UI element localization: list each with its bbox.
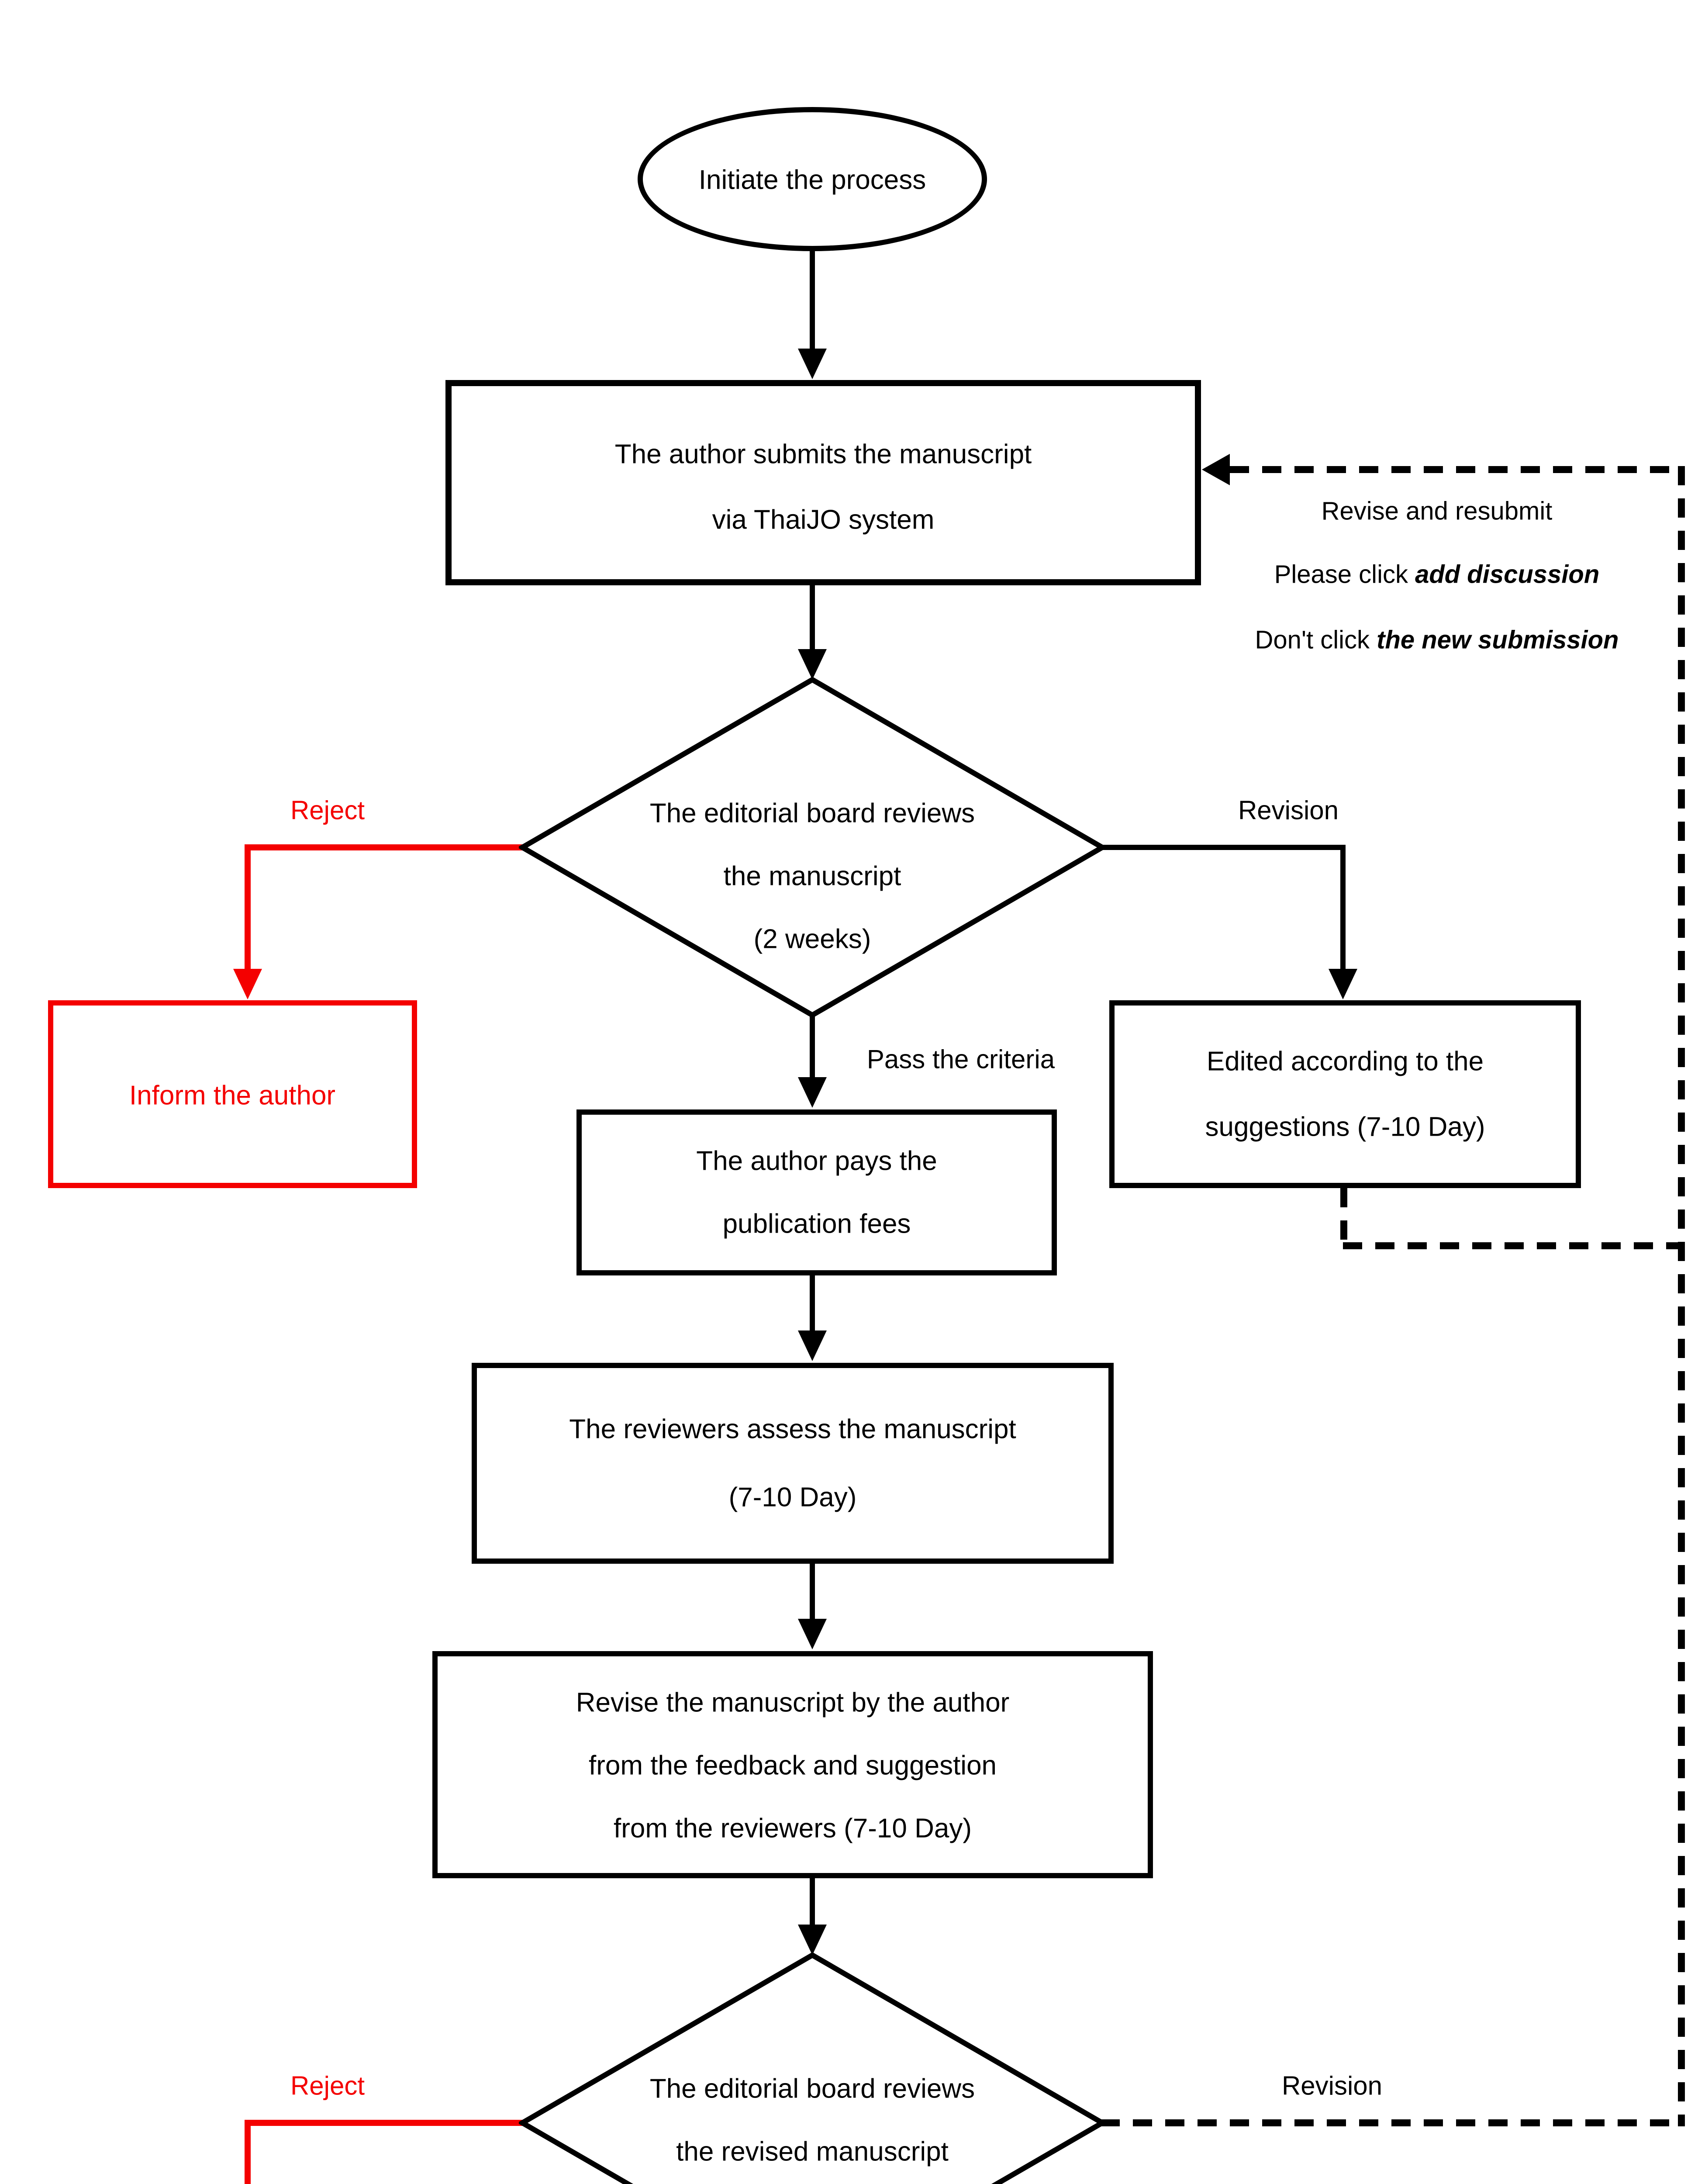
- decision1-label-line2: the manuscript: [723, 861, 901, 892]
- resubmit-note-line3: Don't click the new submission: [1255, 625, 1619, 655]
- arrowhead-decision1-to-pays: [798, 1077, 827, 1108]
- resubmit-note-line3-emphasis: the new submission: [1377, 625, 1619, 654]
- arrowhead-resubmit-into-submit-box: [1202, 454, 1230, 485]
- resubmit-note-line1: Revise and resubmit: [1321, 497, 1553, 525]
- reject1-label: Reject: [290, 795, 365, 825]
- reject2-line-horizontal: [245, 2120, 524, 2126]
- revision1-line-vertical: [1340, 845, 1346, 974]
- resubmit-note-line2-prefix: Please click: [1274, 560, 1415, 589]
- arrowhead-reject1: [233, 969, 262, 999]
- revise-label-line2: from the feedback and suggestion: [588, 1750, 997, 1781]
- decision2-label-line2: the revised manuscript: [676, 2136, 949, 2167]
- inform1-label: Inform the author: [129, 1080, 336, 1111]
- reviewers-box: [472, 1363, 1114, 1564]
- decision1-diamond: [519, 677, 1106, 1018]
- arrow-start-to-submit: [810, 251, 815, 352]
- arrow-decision1-to-pays: [810, 1013, 815, 1079]
- decision1-label-line1: The editorial board reviews: [649, 798, 975, 829]
- revise-label-line1: Revise the manuscript by the author: [576, 1687, 1010, 1718]
- resubmit-note-line2-emphasis: add discussion: [1415, 560, 1600, 589]
- arrowhead-revise-to-decision2: [798, 1925, 827, 1955]
- reject1-line-vertical: [245, 844, 251, 974]
- inform-author-box-1: [48, 1000, 417, 1188]
- resubmit-note-line3-prefix: Don't click: [1255, 625, 1377, 654]
- revision1-line-horizontal: [1101, 845, 1346, 850]
- edited-label-line2: suggestions (7-10 Day): [1205, 1112, 1485, 1142]
- arrowhead-reviewers-to-revise: [798, 1619, 827, 1649]
- arrow-reviewers-to-revise: [810, 1564, 815, 1621]
- pays-label-line2: publication fees: [722, 1209, 911, 1239]
- reviewers-label-line1: The reviewers assess the manuscript: [569, 1414, 1016, 1444]
- submit-label-line1: The author submits the manuscript: [614, 439, 1032, 470]
- pass1-label: Pass the criteria: [866, 1044, 1055, 1074]
- arrowhead-start-to-submit: [798, 349, 827, 379]
- dashed-line-edited-down: [1340, 1188, 1347, 1249]
- arrow-revise-to-decision2: [810, 1878, 815, 1926]
- reject1-line-horizontal: [245, 844, 524, 850]
- pays-box: [576, 1109, 1057, 1275]
- submit-label-line2: via ThaiJO system: [712, 505, 935, 535]
- reject2-label: Reject: [290, 2071, 365, 2101]
- resubmit-note-line2: Please click add discussion: [1274, 560, 1600, 589]
- dashed-line-revision2: [1101, 2119, 1685, 2126]
- start-label: Initiate the process: [698, 165, 926, 195]
- revise-label-line3: from the reviewers (7-10 Day): [613, 1813, 972, 1844]
- dashed-line-edited-right: [1343, 1242, 1685, 1249]
- arrowhead-pays-to-reviewers: [798, 1330, 827, 1361]
- reject2-line-vertical: [245, 2120, 251, 2184]
- dashed-line-top: [1230, 466, 1685, 473]
- dashed-line-right-vertical: [1678, 466, 1685, 2126]
- arrowhead-submit-to-decision1: [798, 649, 827, 680]
- revision1-label: Revision: [1238, 795, 1339, 825]
- revise-box: [432, 1651, 1153, 1878]
- arrow-submit-to-decision1: [810, 585, 815, 653]
- arrow-pays-to-reviewers: [810, 1275, 815, 1332]
- decision1-label-line3: (2 weeks): [753, 924, 871, 954]
- reviewers-label-line2: (7-10 Day): [728, 1482, 857, 1513]
- decision2-label-line1: The editorial board reviews: [649, 2073, 975, 2104]
- edited-box: [1109, 1000, 1581, 1188]
- decision2-diamond: [519, 1952, 1106, 2184]
- pays-label-line1: The author pays the: [696, 1146, 937, 1176]
- submit-box: [445, 380, 1201, 585]
- revision2-label: Revision: [1281, 2071, 1383, 2101]
- arrowhead-revision1: [1329, 969, 1357, 999]
- edited-label-line1: Edited according to the: [1206, 1046, 1484, 1077]
